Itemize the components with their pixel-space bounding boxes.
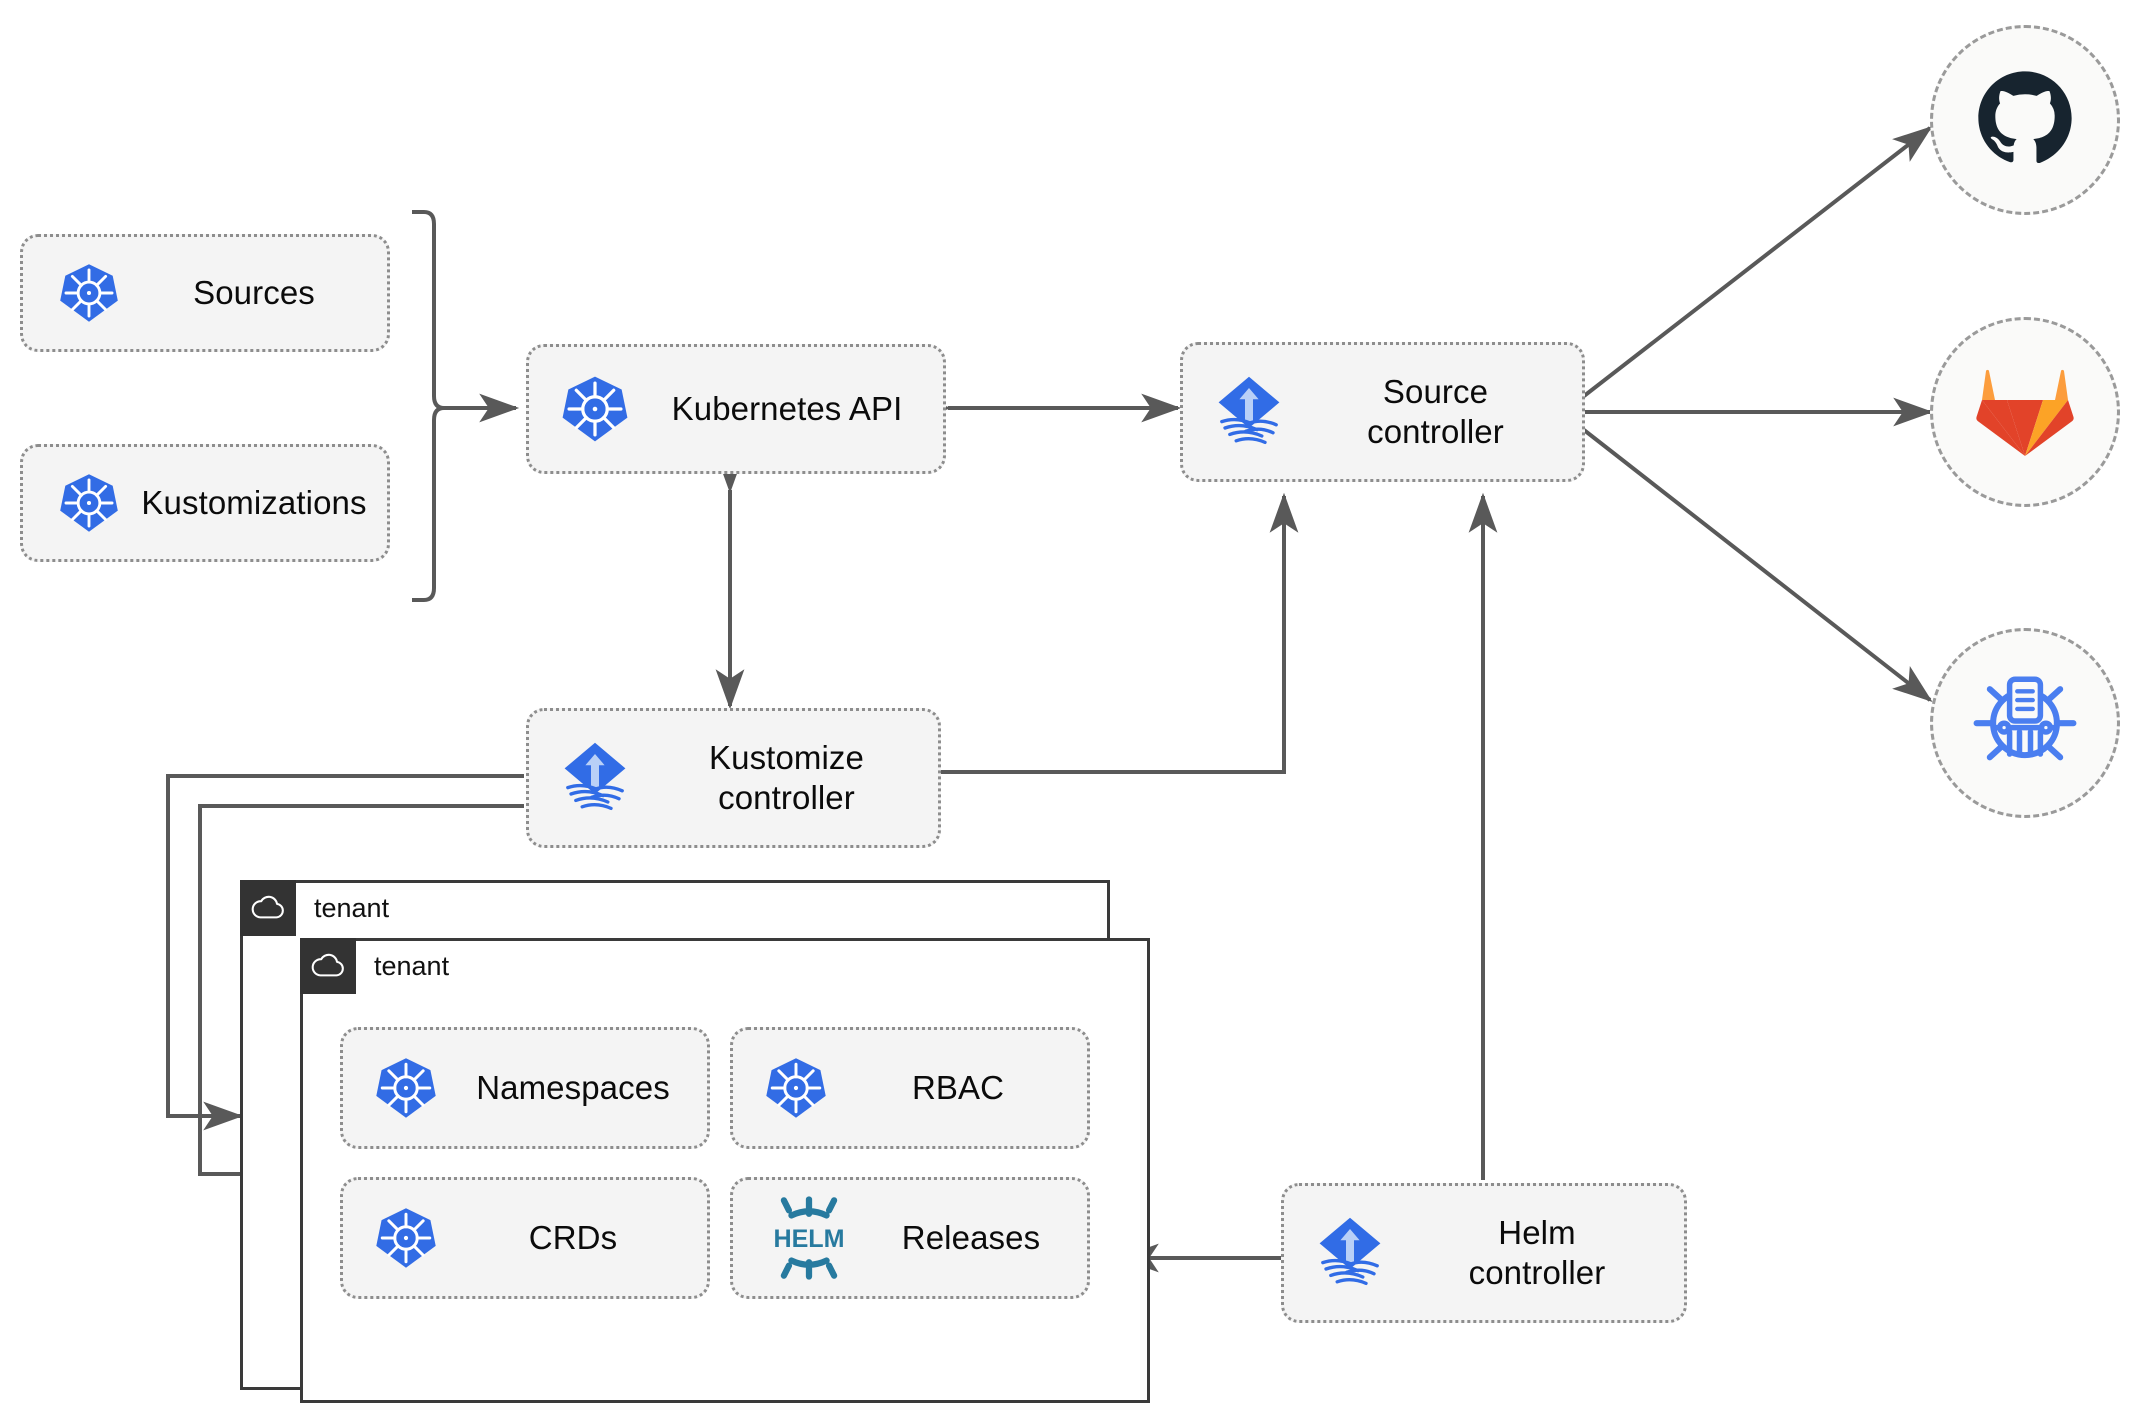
node-label: RBAC [911, 1069, 1005, 1107]
node-label-line1: Helm [1498, 1214, 1576, 1252]
node-helm-controller[interactable]: Helm controller [1281, 1183, 1687, 1323]
node-label-line1: Source [1382, 373, 1489, 411]
edge-kustomize-controller-source-controller [940, 492, 1299, 774]
external-source-github[interactable] [1930, 25, 2120, 215]
gitlab-icon [1973, 360, 2077, 465]
kubernetes-icon [373, 1205, 439, 1271]
node-label: Source controller [1289, 372, 1582, 451]
external-source-gitlab[interactable] [1930, 317, 2120, 507]
helm-repository-icon [1970, 666, 2080, 781]
flux-icon [1209, 372, 1289, 452]
tenant-name: tenant [374, 950, 450, 981]
cloud-icon [240, 880, 296, 936]
node-label: Namespaces [476, 1069, 670, 1107]
node-kubernetes-api[interactable]: Kubernetes API [526, 344, 946, 474]
helm-icon: HELM [763, 1192, 855, 1284]
node-label: Sources [193, 274, 315, 312]
node-label: Helm controller [1390, 1213, 1684, 1292]
node-label: Kustomize controller [635, 738, 938, 817]
flux-icon [555, 738, 635, 818]
edge-source-controller-github [1582, 126, 1933, 398]
edge-kustomize-controller-tenant-1 [166, 774, 524, 1131]
svg-text:HELM: HELM [773, 1225, 844, 1253]
node-label: Kubernetes API [671, 390, 903, 428]
node-label: CRDs [528, 1219, 618, 1257]
kubernetes-icon [57, 471, 121, 535]
tenant-header: tenant [300, 938, 449, 994]
node-label: Releases [901, 1219, 1041, 1257]
node-kustomizations[interactable]: Kustomizations [20, 444, 390, 562]
node-kustomize-controller[interactable]: Kustomize controller [526, 708, 941, 848]
node-label-line2: controller [1367, 413, 1504, 450]
kubernetes-icon [559, 373, 631, 445]
node-releases[interactable]: HELM Releases [730, 1177, 1090, 1299]
node-label-line2: controller [718, 779, 855, 816]
node-rbac[interactable]: RBAC [730, 1027, 1090, 1149]
kubernetes-icon [763, 1055, 829, 1121]
cloud-icon [300, 938, 356, 994]
tenant-header: tenant [240, 880, 389, 936]
github-icon [1972, 65, 2078, 176]
node-label-line2: controller [1468, 1254, 1606, 1291]
node-namespaces[interactable]: Namespaces [340, 1027, 710, 1149]
flux-icon [1310, 1213, 1390, 1293]
tenant-box-inner[interactable]: tenant [300, 938, 1150, 1403]
node-source-controller[interactable]: Source controller [1180, 342, 1585, 482]
node-sources[interactable]: Sources [20, 234, 390, 352]
edge-source-controller-helm-repository [1582, 428, 1933, 702]
edge-bracket [412, 210, 445, 602]
node-label-line1: Kustomize [709, 739, 864, 777]
node-crds[interactable]: CRDs [340, 1177, 710, 1299]
node-label: Kustomizations [141, 484, 367, 522]
kubernetes-icon [373, 1055, 439, 1121]
tenant-name: tenant [314, 892, 390, 923]
kubernetes-icon [57, 261, 121, 325]
external-source-helm-repository[interactable] [1930, 628, 2120, 818]
